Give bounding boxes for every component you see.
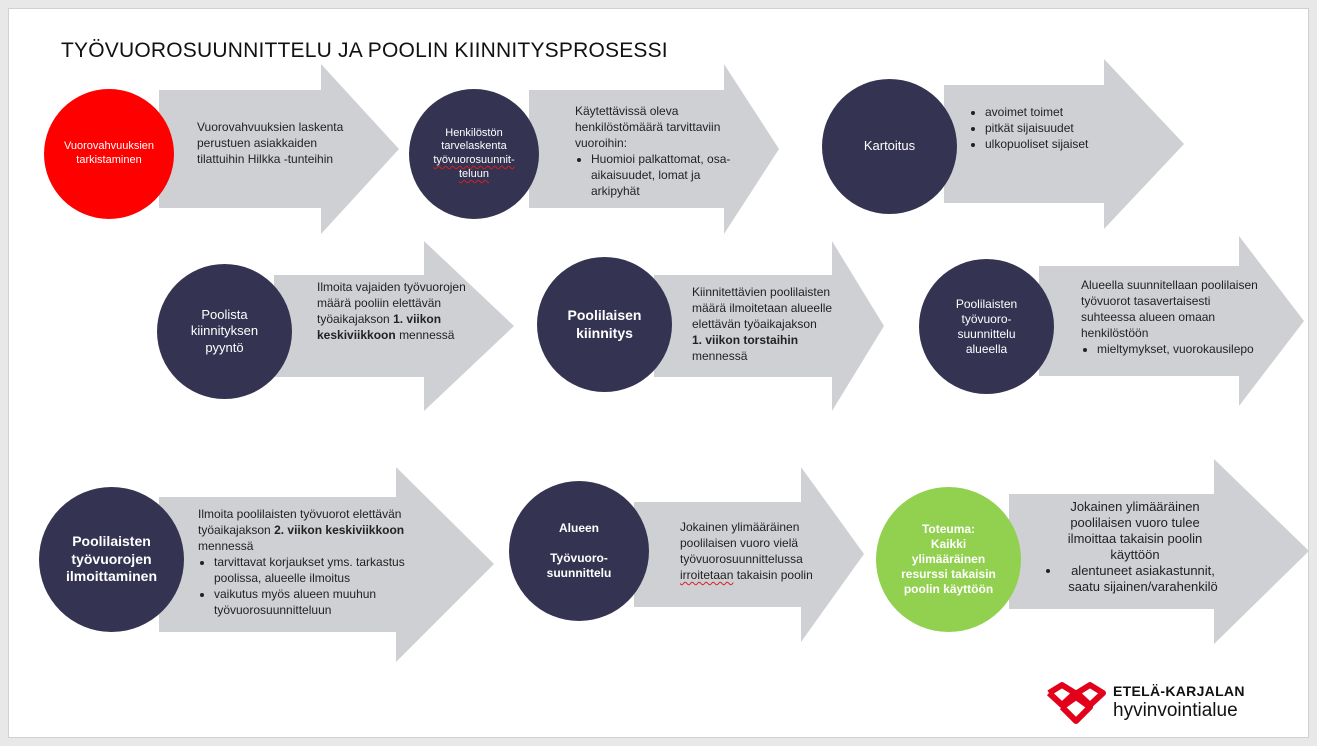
step-7-circle: Poolilaisten työvuorojen ilmoittaminen — [39, 487, 184, 632]
page-title: TYÖVUOROSUUNNITTELU JA POOLIN KIINNITYSP… — [61, 39, 668, 62]
organization-logo: ETELÄ-KARJALAN hyvinvointialue — [1045, 677, 1255, 729]
step-8-text: Jokainen ylimääräinen poolilaisen vuoro … — [680, 520, 813, 582]
step-1-circle: Vuorovahvuuksien tarkistaminen — [44, 89, 174, 219]
arrow-2 — [529, 64, 779, 234]
step-2-text: Käytettävissä oleva henkilöstömäärä tarv… — [575, 103, 751, 199]
logo-subtitle: hyvinvointialue — [1113, 700, 1238, 721]
arrow-1 — [159, 64, 399, 234]
arrow-3 — [944, 59, 1184, 229]
arrow-9 — [1009, 459, 1309, 644]
step-5-circle: Poolilaisen kiinnitys — [537, 257, 672, 392]
step-3-text: avoimet toimet pitkät sijaisuudet ulkopu… — [969, 104, 1169, 152]
arrow-8 — [634, 467, 864, 642]
arrow-7 — [159, 467, 494, 662]
step-3-circle: Kartoitus — [822, 79, 957, 214]
arrow-5 — [654, 241, 884, 411]
step-7-text: Ilmoita poolilaisten työvuorot elettävän… — [198, 506, 443, 618]
arrow-6 — [1039, 236, 1304, 406]
step-5-text: Kiinnitettävien poolilaisten määrä ilmoi… — [692, 285, 833, 363]
step-9-text: Jokainen ylimääräinen poolilaisen vuoro … — [1045, 499, 1225, 595]
slide: TYÖVUOROSUUNNITTELU JA POOLIN KIINNITYSP… — [8, 8, 1309, 738]
logo-mark-icon — [1046, 682, 1106, 724]
step-4-circle: Poolista kiinnityksen pyyntö — [157, 264, 292, 399]
logo-name: ETELÄ-KARJALAN — [1113, 683, 1245, 699]
step-6-circle: Poolilaisten työvuoro- suunnittelu aluee… — [919, 259, 1054, 394]
step-8-circle: Alueen Työvuoro- suunnittelu — [509, 481, 649, 621]
step-6-text: Alueella suunnitellaan poolilaisen työvu… — [1081, 277, 1261, 357]
arrow-4 — [274, 241, 514, 411]
step-9-circle: Toteuma: Kaikki ylimääräinen resurssi ta… — [876, 487, 1021, 632]
step-1-text: Vuorovahvuuksien laskenta perustuen asia… — [197, 120, 344, 166]
step-4-text: Ilmoita vajaiden työvuorojen määrä pooli… — [317, 280, 466, 342]
